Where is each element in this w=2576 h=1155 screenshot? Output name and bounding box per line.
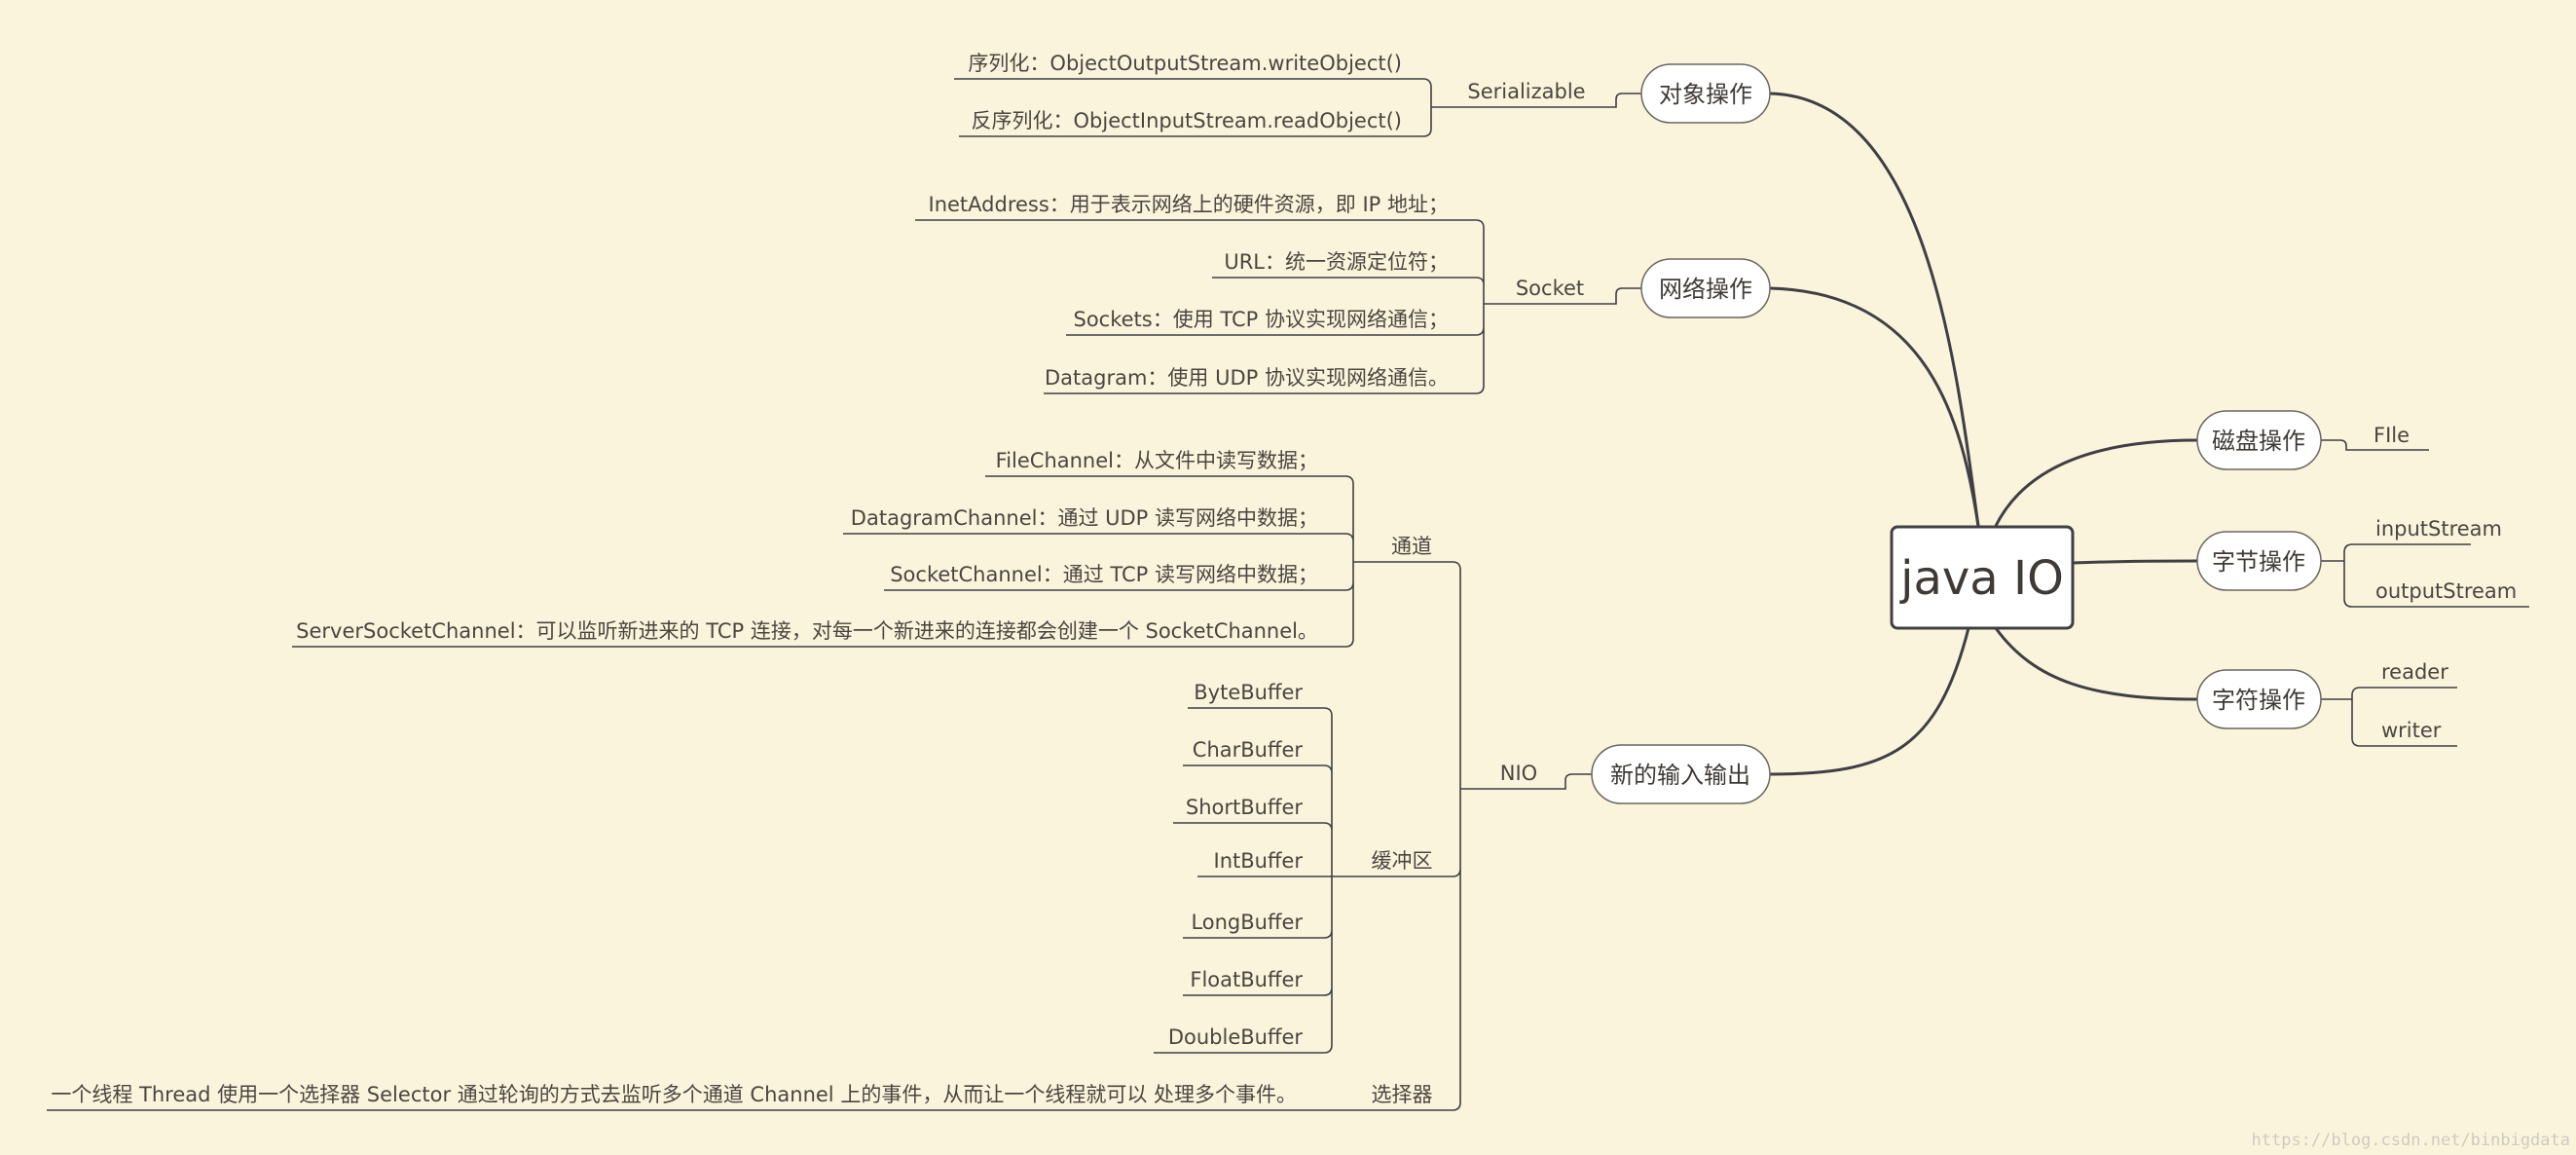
sub-serializable[interactable]: Serializable xyxy=(1467,80,1585,103)
leaf-datagramchannel[interactable]: DatagramChannel：通过 UDP 读写网络中数据； xyxy=(851,506,1318,530)
node-char-label: 字符操作 xyxy=(2212,687,2305,714)
leaf-inetaddress[interactable]: InetAddress：用于表示网络上的硬件资源，即 IP 地址； xyxy=(929,193,1450,216)
sub-nio[interactable]: NIO xyxy=(1500,762,1537,785)
root-label: java IO xyxy=(1899,551,2064,606)
line-buffer-items xyxy=(1154,707,1333,1054)
leaf-shortbuffer[interactable]: ShortBuffer xyxy=(1186,796,1303,819)
line-serializable-items xyxy=(954,78,1432,137)
node-byte-label: 字节操作 xyxy=(2212,548,2305,576)
line-char-items xyxy=(2321,687,2457,747)
line-byte-items xyxy=(2321,543,2529,608)
node-network-label: 网络操作 xyxy=(1659,276,1752,303)
watermark: https://blog.csdn.net/binbigdata xyxy=(2251,1131,2570,1150)
leaf-charbuffer[interactable]: CharBuffer xyxy=(1193,738,1304,762)
leaf-longbuffer[interactable]: LongBuffer xyxy=(1191,911,1303,934)
leaf-floatbuffer[interactable]: FloatBuffer xyxy=(1190,968,1303,991)
branch-lines xyxy=(47,78,2529,1111)
connector-root-disk xyxy=(1994,438,2198,527)
leaf-outputstream[interactable]: outputStream xyxy=(2375,579,2517,603)
root-node[interactable]: java IO xyxy=(1890,525,2075,630)
node-byte[interactable]: 字节操作 xyxy=(2196,531,2322,591)
node-disk-box xyxy=(2196,410,2322,470)
leaf-url[interactable]: URL：统一资源定位符； xyxy=(1224,250,1449,274)
node-disk-label: 磁盘操作 xyxy=(2212,428,2305,455)
sub-selector[interactable]: 选择器 xyxy=(1372,1083,1433,1106)
leaf-bytebuffer[interactable]: ByteBuffer xyxy=(1194,681,1303,704)
node-char[interactable]: 字符操作 xyxy=(2196,669,2322,729)
leaf-reader[interactable]: reader xyxy=(2381,660,2448,684)
connector-root-byte xyxy=(2073,559,2198,565)
line-socket-items xyxy=(915,219,1485,394)
node-nio-box xyxy=(1591,744,1771,804)
root-box xyxy=(1890,525,2075,630)
line-nio-main xyxy=(1460,773,1592,790)
node-nio-label: 新的输入输出 xyxy=(1610,762,1750,789)
line-disk-file xyxy=(2321,439,2429,451)
leaf-deserialize[interactable]: 反序列化：ObjectInputStream.readObject() xyxy=(972,109,1403,132)
leaf-socketchannel[interactable]: SocketChannel：通过 TCP 读写网络中数据； xyxy=(890,563,1318,586)
node-object[interactable]: 对象操作 xyxy=(1640,63,1771,124)
node-char-box xyxy=(2196,669,2322,729)
node-object-box xyxy=(1640,63,1771,124)
connector-root-object xyxy=(1769,92,1980,527)
leaf-serversocketchannel[interactable]: ServerSocketChannel：可以监听新进来的 TCP 连接，对每一个… xyxy=(296,619,1318,643)
connector-root-nio xyxy=(1769,627,1970,776)
leaf-intbuffer[interactable]: IntBuffer xyxy=(1214,849,1304,873)
line-object-serializable xyxy=(1431,93,1641,108)
line-network-socket xyxy=(1484,287,1641,305)
node-network-box xyxy=(1640,258,1771,318)
root-connectors xyxy=(1769,92,2198,776)
leaf-filechannel[interactable]: FileChannel：从文件中读写数据； xyxy=(996,449,1318,472)
leaf-sockets[interactable]: Sockets：使用 TCP 协议实现网络通信； xyxy=(1073,308,1449,331)
sub-socket[interactable]: Socket xyxy=(1516,277,1584,300)
leaf-writer[interactable]: writer xyxy=(2381,719,2442,742)
line-channel-items xyxy=(292,475,1354,648)
leaf-inputstream[interactable]: inputStream xyxy=(2375,517,2502,540)
connector-root-char xyxy=(1994,627,2198,701)
leaf-doublebuffer[interactable]: DoubleBuffer xyxy=(1168,1025,1304,1049)
leaf-datagram[interactable]: Datagram：使用 UDP 协议实现网络通信。 xyxy=(1045,366,1449,390)
line-nio-spine xyxy=(1332,561,1461,1111)
leaf-selector-desc[interactable]: 一个线程 Thread 使用一个选择器 Selector 通过轮询的方式去监听多… xyxy=(51,1083,1297,1106)
node-object-label: 对象操作 xyxy=(1659,81,1752,108)
sub-channel[interactable]: 通道 xyxy=(1391,535,1432,558)
sub-buffer[interactable]: 缓冲区 xyxy=(1372,849,1433,873)
node-disk[interactable]: 磁盘操作 xyxy=(2196,410,2322,470)
leaf-serialize[interactable]: 序列化：ObjectOutputStream.writeObject() xyxy=(968,52,1402,75)
node-network[interactable]: 网络操作 xyxy=(1640,258,1771,318)
leaf-file[interactable]: FIle xyxy=(2374,424,2410,447)
connector-root-network xyxy=(1769,286,1980,527)
node-nio[interactable]: 新的输入输出 xyxy=(1591,744,1771,804)
node-byte-box xyxy=(2196,531,2322,591)
